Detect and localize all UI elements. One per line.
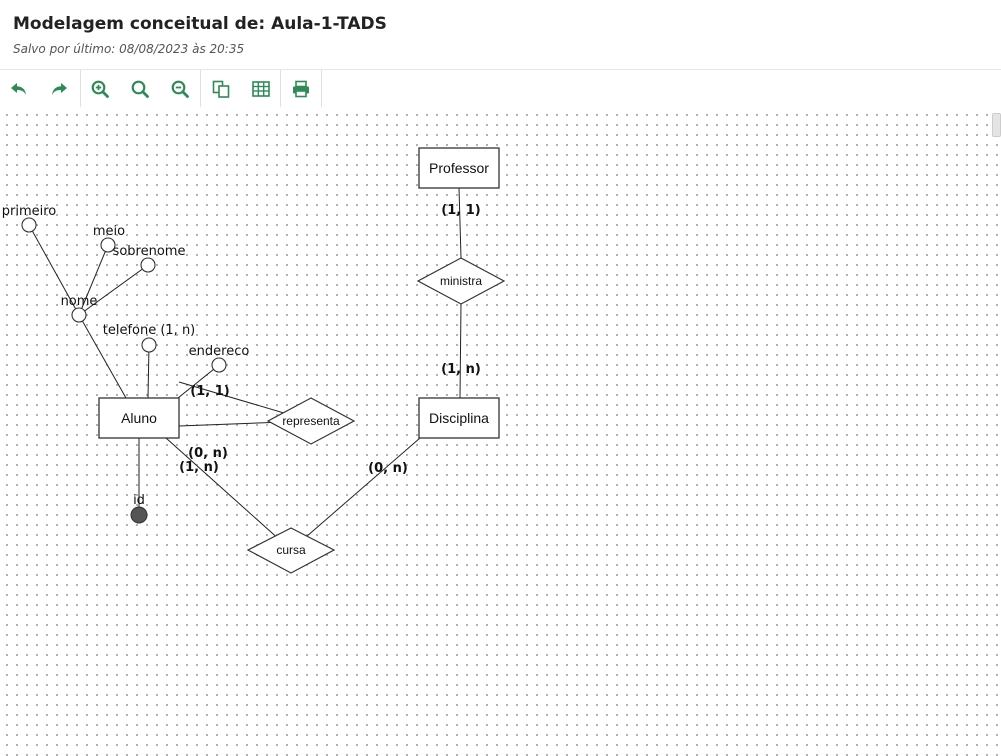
table-button[interactable] bbox=[246, 74, 276, 104]
zoom-reset-button[interactable] bbox=[125, 74, 155, 104]
print-group bbox=[280, 70, 322, 107]
attribute-nome[interactable]: nome bbox=[61, 294, 98, 323]
undo-button[interactable] bbox=[4, 74, 34, 104]
copy-icon bbox=[212, 80, 230, 98]
history-group bbox=[0, 70, 81, 107]
attribute-label: meio bbox=[93, 224, 125, 239]
redo-icon bbox=[52, 83, 67, 95]
attribute-label: nome bbox=[61, 294, 98, 309]
relationship-cursa[interactable]: cursa bbox=[246, 527, 336, 574]
cardinality-aluno-representa-2: (0, n) bbox=[188, 446, 228, 461]
zoom-in-button[interactable] bbox=[85, 74, 115, 104]
attribute-label: endereco bbox=[189, 344, 250, 359]
entity-disciplina[interactable]: Disciplina bbox=[418, 397, 500, 439]
cardinality-aluno-cursa: (1, n) bbox=[179, 460, 219, 475]
print-button[interactable] bbox=[286, 74, 316, 104]
cardinality-aluno-representa-1: (1, 1) bbox=[190, 384, 229, 399]
attribute-id[interactable]: id bbox=[130, 493, 148, 524]
connection-lines bbox=[28, 187, 462, 551]
entity-label: Disciplina bbox=[429, 410, 489, 426]
entity-label: Professor bbox=[429, 160, 489, 176]
table-icon bbox=[252, 81, 270, 97]
attribute-sobrenome[interactable]: sobrenome bbox=[113, 244, 186, 273]
attribute-label: id bbox=[133, 493, 145, 508]
export-group bbox=[200, 70, 281, 107]
zoom-reset-icon bbox=[131, 80, 149, 98]
last-saved-text: Salvo por último: 08/08/2023 às 20:35 bbox=[13, 42, 245, 56]
zoom-out-icon bbox=[171, 80, 189, 98]
attribute-label: telefone (1, n) bbox=[103, 323, 196, 338]
relationship-ministra[interactable]: ministra bbox=[416, 257, 506, 305]
attribute-label: sobrenome bbox=[113, 244, 186, 259]
undo-icon bbox=[11, 83, 26, 95]
relationship-label: representa bbox=[282, 414, 340, 428]
cardinality-disciplina-cursa: (0, n) bbox=[368, 461, 408, 476]
attribute-primeiro[interactable]: primeiro bbox=[2, 204, 57, 233]
zoom-group bbox=[80, 70, 201, 107]
cardinality-labels: (1, 1) (1, n) (1, 1) (0, n) (1, n) (0, n… bbox=[179, 203, 481, 476]
attribute-endereco[interactable]: endereco bbox=[189, 344, 250, 373]
redo-button[interactable] bbox=[44, 74, 74, 104]
entity-professor[interactable]: Professor bbox=[418, 147, 500, 189]
header: Modelagem conceitual de: Aula-1-TADS Sal… bbox=[0, 0, 1001, 70]
attribute-telefone[interactable]: telefone (1, n) bbox=[103, 323, 196, 353]
print-icon bbox=[293, 80, 309, 98]
entity-label: Aluno bbox=[121, 410, 157, 426]
relationship-label: cursa bbox=[276, 543, 306, 557]
relationship-label: ministra bbox=[440, 274, 482, 288]
cardinality-professor-ministra: (1, 1) bbox=[441, 203, 480, 218]
attribute-label: primeiro bbox=[2, 204, 57, 219]
zoom-out-button[interactable] bbox=[165, 74, 195, 104]
entity-aluno[interactable]: Aluno bbox=[98, 397, 180, 439]
copy-button[interactable] bbox=[206, 74, 236, 104]
zoom-in-icon bbox=[91, 80, 109, 98]
page-title: Modelagem conceitual de: Aula-1-TADS bbox=[13, 14, 387, 34]
attribute-meio[interactable]: meio bbox=[93, 224, 125, 253]
cardinality-disciplina-ministra: (1, n) bbox=[441, 362, 481, 377]
relationship-representa[interactable]: representa bbox=[266, 397, 356, 445]
